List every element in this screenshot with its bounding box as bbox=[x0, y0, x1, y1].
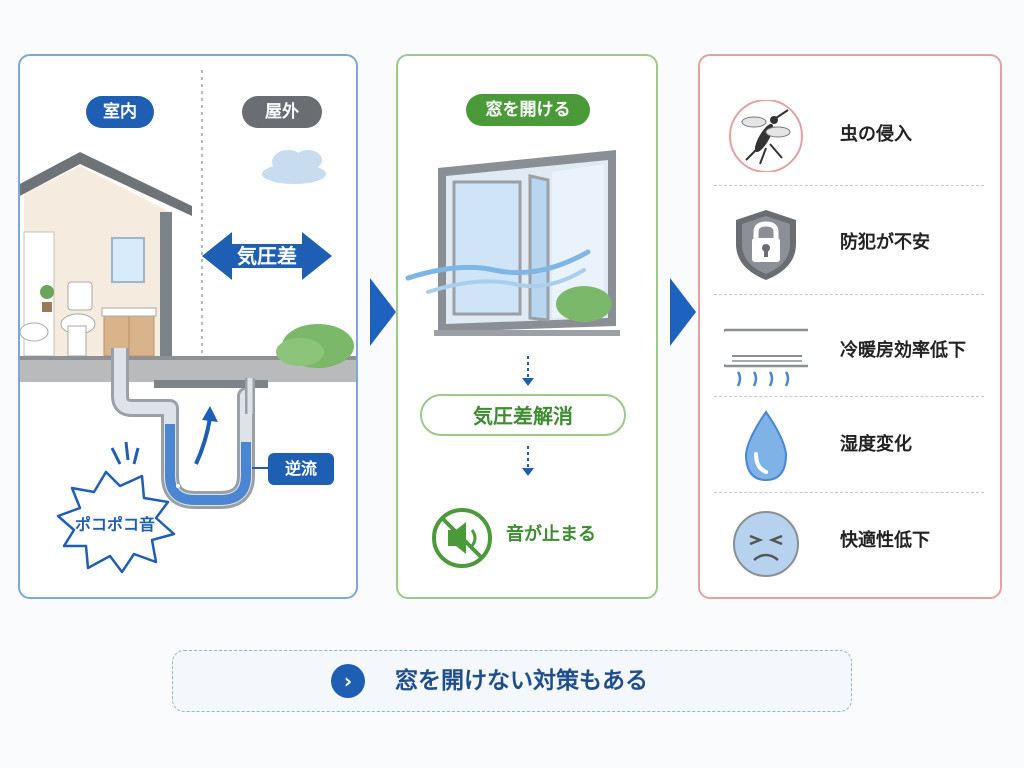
outdoor-label: 屋外 bbox=[242, 96, 322, 128]
unhappy-face-icon bbox=[733, 511, 799, 577]
indoor-label: 室内 bbox=[86, 96, 154, 128]
drawback-item-security: 防犯が不安 bbox=[702, 196, 998, 290]
drawback-item-ac-efficiency: 冷暖房効率低下 bbox=[702, 304, 998, 398]
drawback-label: 冷暖房効率低下 bbox=[840, 340, 966, 361]
wind-lines bbox=[405, 249, 591, 294]
impact-lines bbox=[110, 441, 140, 465]
air-conditioner-icon bbox=[724, 328, 808, 387]
sound-burst: ポコポコ音 bbox=[56, 470, 176, 574]
backflow-badge: 逆流 bbox=[268, 453, 334, 485]
drawback-item-comfort: 快適性低下 bbox=[702, 494, 998, 588]
sound-stops-label: 音が止まる bbox=[506, 524, 596, 545]
chevron-right-icon: › bbox=[331, 664, 365, 698]
drawback-item-humidity: 湿度変化 bbox=[702, 398, 998, 492]
pressure-resolved-label: 気圧差解消 bbox=[420, 394, 626, 436]
down-arrow-2 bbox=[522, 446, 534, 476]
mute-icon bbox=[432, 508, 492, 568]
divider bbox=[714, 294, 984, 295]
drain-pipe bbox=[111, 348, 268, 509]
open-window-panel: 窓を開ける bbox=[396, 54, 658, 599]
backflow-arrow bbox=[194, 406, 218, 465]
drawback-label: 虫の侵入 bbox=[840, 124, 912, 145]
divider bbox=[714, 185, 984, 186]
drawback-label: 防犯が不安 bbox=[840, 232, 930, 253]
pressure-difference-arrow: 気圧差 bbox=[202, 232, 332, 280]
water-drop-icon bbox=[744, 410, 788, 482]
sound-text: ポコポコ音 bbox=[75, 515, 155, 534]
drawback-item-insects: 虫の侵入 bbox=[702, 88, 998, 182]
open-window-title: 窓を開ける bbox=[466, 94, 590, 126]
divider bbox=[714, 492, 984, 493]
pressure-diff-text: 気圧差 bbox=[237, 244, 297, 268]
drawback-label: 湿度変化 bbox=[840, 434, 912, 455]
alternative-measures-label: 窓を開けない対策もある bbox=[395, 668, 648, 694]
divider bbox=[714, 396, 984, 397]
flow-arrow-2 bbox=[670, 278, 696, 346]
window-illustration bbox=[405, 150, 620, 568]
down-arrow-1 bbox=[522, 356, 534, 386]
indoor-outdoor-panel: 気圧差 ポコポコ音 bbox=[18, 54, 358, 599]
mosquito-icon bbox=[729, 100, 803, 172]
lock-shield-icon bbox=[736, 210, 796, 280]
flow-arrow-1 bbox=[370, 278, 396, 346]
house-drain-illustration: 気圧差 ポコポコ音 bbox=[20, 70, 356, 574]
alternative-measures-button[interactable]: › 窓を開けない対策もある bbox=[172, 650, 852, 712]
drawback-label: 快適性低下 bbox=[840, 530, 930, 551]
